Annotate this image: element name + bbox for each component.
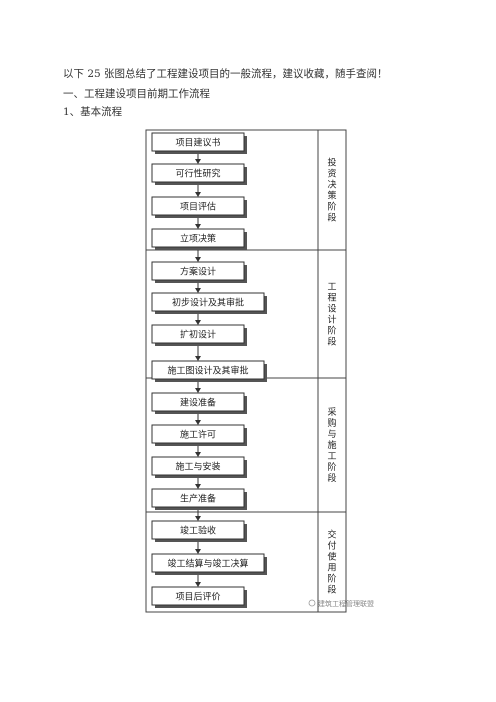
flow-arrow-head bbox=[195, 288, 201, 293]
svg-text:投: 投 bbox=[327, 157, 336, 169]
flow-arrow-head bbox=[195, 192, 201, 197]
flow-step-box: 施工图设计及其审批 bbox=[151, 360, 267, 382]
flow-arrow-head bbox=[195, 356, 201, 361]
flow-step-box: 扩初设计 bbox=[151, 324, 247, 346]
flow-step-label: 项目建议书 bbox=[175, 137, 220, 149]
flow-step-label: 可行性研究 bbox=[175, 168, 220, 180]
svg-text:段: 段 bbox=[327, 584, 336, 596]
svg-text:用: 用 bbox=[327, 563, 336, 574]
svg-text:段: 段 bbox=[327, 212, 336, 224]
flow-arrow-head bbox=[195, 224, 201, 229]
subsection-title: 1、基本流程 bbox=[63, 106, 123, 118]
watermark-text: 建筑工程管理联盟 bbox=[318, 599, 374, 608]
flow-arrow-head bbox=[195, 582, 201, 587]
flow-arrow-head bbox=[195, 159, 201, 164]
flow-step-box: 建设准备 bbox=[151, 392, 247, 414]
svg-text:阶: 阶 bbox=[327, 201, 336, 213]
flow-arrow-head bbox=[195, 516, 201, 521]
flow-step-label: 建设准备 bbox=[180, 397, 216, 409]
flow-step-label: 施工图设计及其审批 bbox=[167, 365, 248, 377]
svg-text:阶: 阶 bbox=[327, 325, 336, 337]
flow-step-box: 施工许可 bbox=[151, 424, 247, 446]
flow-step-box: 项目建议书 bbox=[151, 132, 247, 154]
watermark-icon bbox=[308, 599, 316, 607]
svg-text:施: 施 bbox=[327, 439, 336, 451]
flow-step-label: 竣工验收 bbox=[180, 525, 216, 537]
svg-text:计: 计 bbox=[327, 314, 336, 326]
flow-arrow-head bbox=[195, 320, 201, 325]
svg-text:决: 决 bbox=[327, 179, 336, 191]
svg-text:阶: 阶 bbox=[327, 573, 336, 585]
flow-step-box: 项目评估 bbox=[151, 196, 247, 218]
flow-step-box: 生产准备 bbox=[151, 488, 247, 510]
flow-step-label: 施工许可 bbox=[180, 429, 216, 441]
svg-text:阶: 阶 bbox=[327, 461, 336, 473]
svg-text:工: 工 bbox=[327, 452, 336, 462]
flowchart-frame bbox=[145, 129, 347, 613]
flow-arrow-head bbox=[195, 452, 201, 457]
flow-arrow-head bbox=[195, 257, 201, 262]
svg-text:程: 程 bbox=[327, 293, 336, 304]
svg-text:工: 工 bbox=[327, 283, 336, 293]
svg-text:采: 采 bbox=[327, 407, 336, 418]
flow-step-box: 竣工结算与竣工决算 bbox=[151, 553, 267, 575]
flow-step-box: 初步设计及其审批 bbox=[151, 292, 267, 314]
svg-text:使: 使 bbox=[327, 551, 336, 563]
flow-step-box: 项目后评价 bbox=[151, 586, 247, 608]
flow-step-label: 竣工结算与竣工决算 bbox=[167, 558, 248, 570]
svg-text:策: 策 bbox=[327, 190, 336, 202]
flow-arrow-head bbox=[195, 388, 201, 393]
flow-arrow-head bbox=[195, 420, 201, 425]
flow-step-label: 施工与安装 bbox=[175, 461, 220, 473]
svg-text:交: 交 bbox=[327, 529, 336, 541]
svg-text:设: 设 bbox=[327, 304, 336, 315]
flow-step-box: 施工与安装 bbox=[151, 456, 247, 478]
flow-step-label: 初步设计及其审批 bbox=[172, 297, 244, 309]
flow-step-label: 项目后评价 bbox=[175, 592, 220, 603]
flow-step-label: 立项决策 bbox=[180, 233, 216, 245]
flow-step-label: 方案设计 bbox=[180, 266, 216, 278]
flow-step-label: 生产准备 bbox=[180, 493, 216, 505]
flow-step-box: 竣工验收 bbox=[151, 520, 247, 542]
svg-text:购: 购 bbox=[327, 417, 336, 429]
svg-text:与: 与 bbox=[327, 429, 336, 440]
flow-step-box: 立项决策 bbox=[151, 228, 247, 250]
flow-step-label: 项目评估 bbox=[180, 201, 216, 213]
flow-arrow-head bbox=[195, 484, 201, 489]
svg-text:段: 段 bbox=[327, 472, 336, 484]
flow-step-box: 方案设计 bbox=[151, 261, 247, 283]
section-title: 一、工程建设项目前期工作流程 bbox=[63, 88, 210, 100]
intro-text: 以下 25 张图总结了工程建设项目的一般流程，建议收藏，随手查阅！ bbox=[63, 68, 388, 80]
flow-step-box: 可行性研究 bbox=[151, 163, 247, 185]
svg-text:付: 付 bbox=[327, 541, 336, 552]
svg-text:段: 段 bbox=[327, 336, 336, 348]
svg-text:资: 资 bbox=[327, 169, 336, 180]
flow-arrow-head bbox=[195, 549, 201, 554]
flow-step-label: 扩初设计 bbox=[180, 329, 216, 341]
